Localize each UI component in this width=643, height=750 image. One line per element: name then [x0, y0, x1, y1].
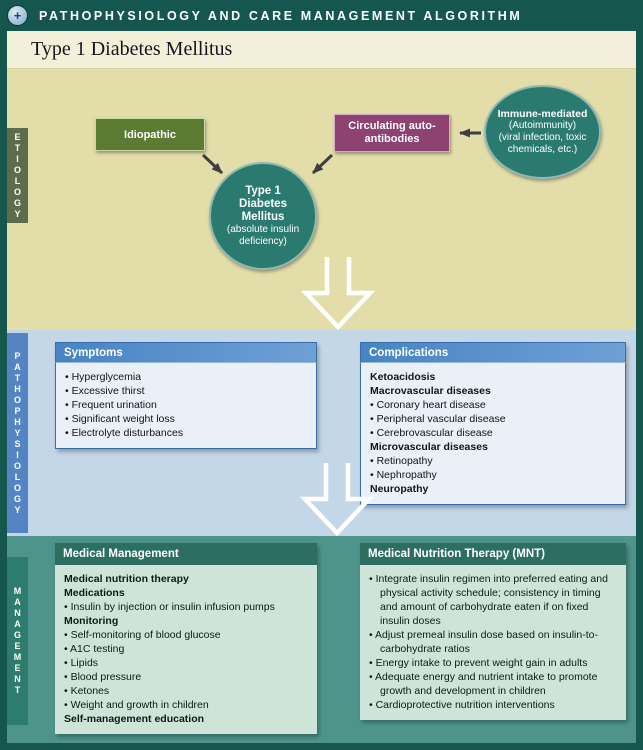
t1dm-sub: (absolute insulin deficiency): [226, 223, 300, 247]
node-idiopathic: Idiopathic: [95, 118, 205, 151]
node-circulating-autoantibodies: Circulating auto-antibodies: [334, 114, 450, 152]
list-item: • Weight and growth in children: [64, 699, 209, 711]
mnt-header: Medical Nutrition Therapy (MNT): [360, 543, 626, 565]
list-item: • Excessive thirst: [65, 385, 145, 397]
list-item: • Ketones: [64, 685, 110, 697]
medical-emblem-icon: +: [7, 5, 28, 26]
list-item: • Adjust premeal insulin dose based on i…: [369, 629, 598, 655]
list-item: • Coronary heart disease: [370, 399, 486, 411]
arrow-autoantibodies-to-t1dm: [311, 153, 334, 175]
list-item: • Peripheral vascular disease: [370, 413, 506, 425]
node-immune-mediated: Immune-mediated (Autoimmunity) (viral in…: [484, 85, 601, 179]
list-item: Ketoacidosis: [370, 371, 436, 383]
node-type1-diabetes: Type 1 Diabetes Mellitus (absolute insul…: [209, 162, 317, 270]
list-item: Microvascular diseases: [370, 441, 488, 453]
list-item: Medical nutrition therapy: [64, 573, 189, 585]
medical-management-panel: Medical Management Medical nutrition the…: [55, 543, 317, 734]
list-item: • Retinopathy: [370, 455, 433, 467]
list-item: • A1C testing: [64, 643, 125, 655]
list-item: • Frequent urination: [65, 399, 157, 411]
list-item: Medications: [64, 587, 125, 599]
list-item: • Electrolyte disturbances: [65, 427, 184, 439]
mnt-panel: Medical Nutrition Therapy (MNT) • Integr…: [360, 543, 626, 720]
immune-mediated-sub2: (viral infection, toxic chemicals, etc.): [498, 132, 587, 155]
list-item: • Significant weight loss: [65, 413, 175, 425]
immune-mediated-sub1: (Autoimmunity): [508, 120, 577, 131]
list-item: • Insulin by injection or insulin infusi…: [64, 601, 275, 613]
list-item: • Cardioprotective nutrition interventio…: [369, 699, 555, 711]
sidebar-label-pathophysiology: P A T H O P H Y S I O L O G Y: [7, 333, 28, 533]
node-autoantibodies-label: Circulating auto-antibodies: [348, 120, 436, 145]
header-bar: + PATHOPHYSIOLOGY AND CARE MANAGEMENT AL…: [0, 0, 643, 31]
t1dm-title: Type 1 Diabetes Mellitus: [239, 184, 287, 223]
immune-mediated-title: Immune-mediated: [497, 108, 588, 120]
section-etiology: Type 1 Diabetes Mellitus E T I O L O G Y…: [7, 31, 636, 330]
node-idiopathic-label: Idiopathic: [124, 128, 176, 141]
flow-arrow-down-1: [300, 257, 376, 330]
list-item: Self-management education: [64, 713, 205, 725]
symptoms-panel: Symptoms • Hyperglycemia • Excessive thir…: [55, 342, 317, 449]
header-title: PATHOPHYSIOLOGY AND CARE MANAGEMENT ALGO…: [39, 8, 523, 23]
title-strip: Type 1 Diabetes Mellitus: [7, 31, 636, 69]
list-item: Monitoring: [64, 615, 119, 627]
list-item: • Self-monitoring of blood glucose: [64, 629, 221, 641]
section-pathophysiology: P A T H O P H Y S I O L O G Y Symptoms •…: [7, 330, 636, 536]
sidebar-label-management-text: M A N A G E M E N T: [13, 586, 22, 695]
complications-header: Complications: [360, 342, 626, 362]
medical-management-header: Medical Management: [55, 543, 317, 565]
list-item: • Hyperglycemia: [65, 371, 142, 383]
mnt-list: • Integrate insulin regimen into preferr…: [360, 565, 626, 720]
list-item: • Blood pressure: [64, 671, 142, 683]
list-item: Macrovascular diseases: [370, 385, 491, 397]
content-area: Type 1 Diabetes Mellitus E T I O L O G Y…: [7, 31, 636, 743]
arrow-idiopathic-to-t1dm: [201, 153, 224, 175]
list-item: • Adequate energy and nutrient intake to…: [369, 671, 598, 697]
symptoms-header: Symptoms: [55, 342, 317, 362]
list-item: • Lipids: [64, 657, 99, 669]
symptoms-list: • Hyperglycemia • Excessive thirst • Frequ…: [55, 362, 317, 449]
sidebar-label-etiology-text: E T I O L O G Y: [13, 131, 21, 219]
list-item: • Nephropathy: [370, 469, 437, 481]
sidebar-label-management: M A N A G E M E N T: [7, 557, 28, 725]
list-item: • Integrate insulin regimen into preferr…: [369, 573, 608, 627]
page-title: Type 1 Diabetes Mellitus: [31, 38, 233, 60]
list-item: • Cerebrovascular disease: [370, 427, 493, 439]
etiology-arrows: [201, 128, 481, 330]
sidebar-label-pathophysiology-text: P A T H O P H Y S I O L O G Y: [13, 350, 21, 515]
sidebar-label-etiology: E T I O L O G Y: [7, 128, 28, 223]
list-item: • Energy intake to prevent weight gain i…: [369, 657, 588, 669]
section-management: M A N A G E M E N T Medical Management M…: [7, 536, 636, 743]
list-item: Neuropathy: [370, 483, 429, 495]
